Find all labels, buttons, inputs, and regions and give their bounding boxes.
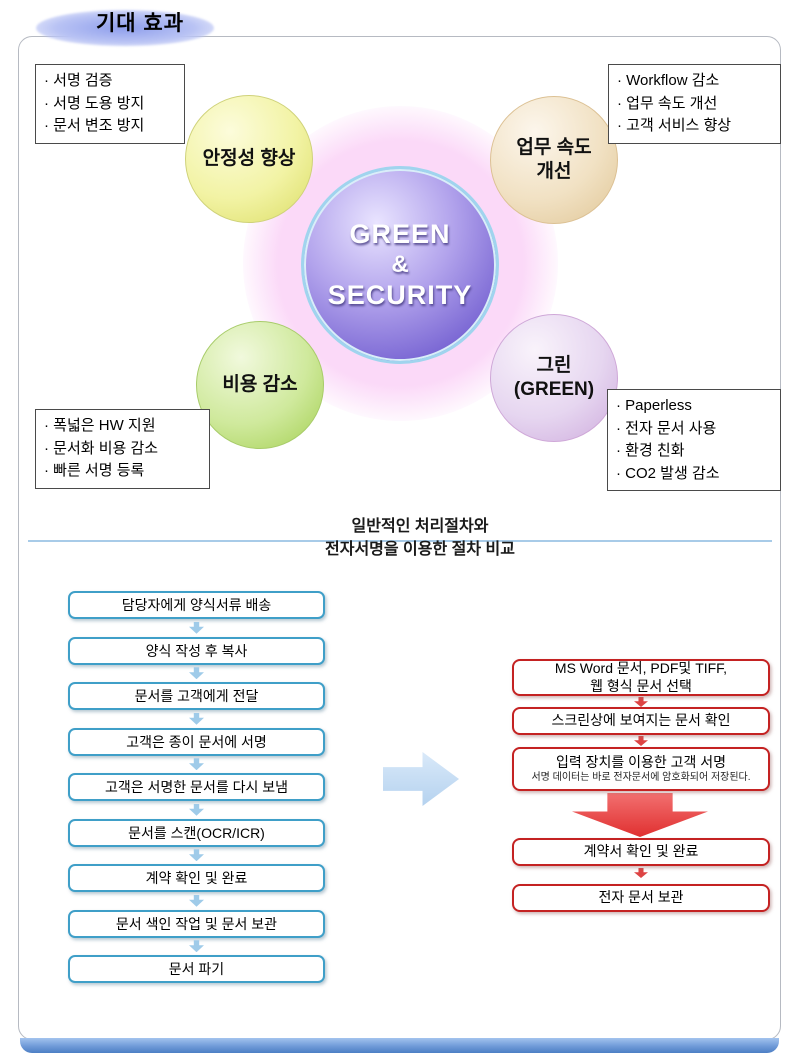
notes-cost-reduction: · 폭넓은 HW 지원 · 문서화 비용 감소 · 빠른 서명 등록 <box>35 409 210 489</box>
bubble-work-speed-label-line1: 업무 속도 <box>516 137 592 159</box>
esign-step-3-main: 입력 장치를 이용한 고객 서명 <box>555 753 727 770</box>
paper-step-1: 담당자에게 양식서류 배송 <box>68 591 325 619</box>
paper-process-flow: 담당자에게 양식서류 배송 양식 작성 후 복사 문서를 고객에게 전달 고객은… <box>68 591 325 983</box>
center-line-3: SECURITY <box>327 280 473 311</box>
down-arrow-icon <box>189 758 204 771</box>
down-arrow-icon <box>634 868 648 878</box>
paper-step-7: 계약 확인 및 완료 <box>68 864 325 892</box>
page-title: 기대 효과 <box>95 12 185 35</box>
note-line: · 업무 속도 개선 <box>617 94 718 112</box>
notes-stability: · 서명 검증 · 서명 도용 방지 · 문서 변조 방지 <box>35 64 185 144</box>
esign-step-4: 계약서 확인 및 완료 <box>512 838 770 866</box>
bubble-green: 그린 (GREEN) <box>490 314 618 442</box>
note-line: · 서명 검증 <box>44 72 113 89</box>
comparison-title-line1: 일반적인 처리절차와 <box>351 518 489 535</box>
note-line: · 전자 문서 사용 <box>616 419 717 437</box>
bubble-green-label-line2: (GREEN) <box>513 379 595 400</box>
comparison-title-line2: 전자서명을 이용한 절차 비교 <box>325 541 515 559</box>
esign-step-3: 입력 장치를 이용한 고객 서명 서명 데이터는 바로 전자문서에 암호화되어 … <box>512 747 770 791</box>
paper-step-9: 문서 파기 <box>68 955 325 983</box>
paper-step-4: 고객은 종이 문서에 서명 <box>68 727 325 756</box>
paper-step-8: 문서 색인 작업 및 문서 보관 <box>68 909 325 938</box>
esign-step-1-line2: 웹 형식 문서 선택 <box>590 677 692 694</box>
down-arrow-icon <box>189 712 204 725</box>
notes-green: · Paperless · 전자 문서 사용 · 환경 친화 · CO2 발생 … <box>607 389 781 491</box>
down-arrow-icon <box>189 894 204 907</box>
esign-step-3-subtext: 서명 데이터는 바로 전자문서에 암호화되어 저장된다. <box>531 772 751 783</box>
center-sphere-green-security: GREEN & SECURITY <box>301 166 499 364</box>
esign-step-1-line1: MS Word 문서, PDF및 TIFF, <box>554 660 728 676</box>
note-line: · 고객 서비스 향상 <box>617 117 732 134</box>
esign-step-5: 전자 문서 보관 <box>512 884 770 912</box>
bottom-accent-bar <box>20 1038 779 1053</box>
down-arrow-icon <box>189 667 204 680</box>
center-line-2: & <box>391 250 409 278</box>
note-line: · 환경 친화 <box>616 442 685 459</box>
esign-step-2: 스크린상에 보여지는 문서 확인 <box>512 707 770 735</box>
note-line: · 빠른 서명 등록 <box>44 462 145 479</box>
down-arrow-icon <box>634 697 648 707</box>
section-divider <box>28 540 772 542</box>
note-line: · 문서화 비용 감소 <box>44 439 159 457</box>
bubble-stability: 안정성 향상 <box>185 95 313 223</box>
center-line-1: GREEN <box>349 219 451 250</box>
title-ellipse-shape <box>36 10 214 46</box>
paper-step-3: 문서를 고객에게 전달 <box>68 682 325 710</box>
note-line: · 폭넓은 HW 지원 <box>44 417 156 434</box>
paper-step-2: 양식 작성 후 복사 <box>68 636 325 665</box>
down-arrow-icon <box>189 621 204 634</box>
down-arrow-icon <box>189 940 204 953</box>
esign-step-1: MS Word 문서, PDF및 TIFF, 웹 형식 문서 선택 <box>512 659 770 696</box>
bubble-green-label-line1: 그린 <box>536 355 572 377</box>
paper-step-6: 문서를 스캔(OCR/ICR) <box>68 818 325 847</box>
bubble-stability-label: 안정성 향상 <box>202 148 296 170</box>
down-arrow-icon <box>189 849 204 862</box>
note-line: · 서명 도용 방지 <box>44 94 145 112</box>
comparison-title: 일반적인 처리절차와 전자서명을 이용한 절차 비교 <box>40 515 800 561</box>
bubble-cost-reduction: 비용 감소 <box>196 321 324 449</box>
note-line: · CO2 발생 감소 <box>616 464 720 482</box>
notes-work-speed: · Workflow 감소 · 업무 속도 개선 · 고객 서비스 향상 <box>608 64 781 144</box>
paper-step-5: 고객은 서명한 문서를 다시 보냄 <box>68 773 325 801</box>
down-arrow-icon <box>189 803 204 816</box>
bubble-work-speed: 업무 속도 개선 <box>490 96 618 224</box>
bubble-work-speed-label-line2: 개선 <box>536 161 572 182</box>
note-line: · 문서 변조 방지 <box>44 117 145 134</box>
down-arrow-icon <box>634 736 648 746</box>
note-line: · Paperless <box>616 397 692 414</box>
bubble-cost-reduction-label: 비용 감소 <box>222 374 298 396</box>
note-line: · Workflow 감소 <box>617 72 720 89</box>
